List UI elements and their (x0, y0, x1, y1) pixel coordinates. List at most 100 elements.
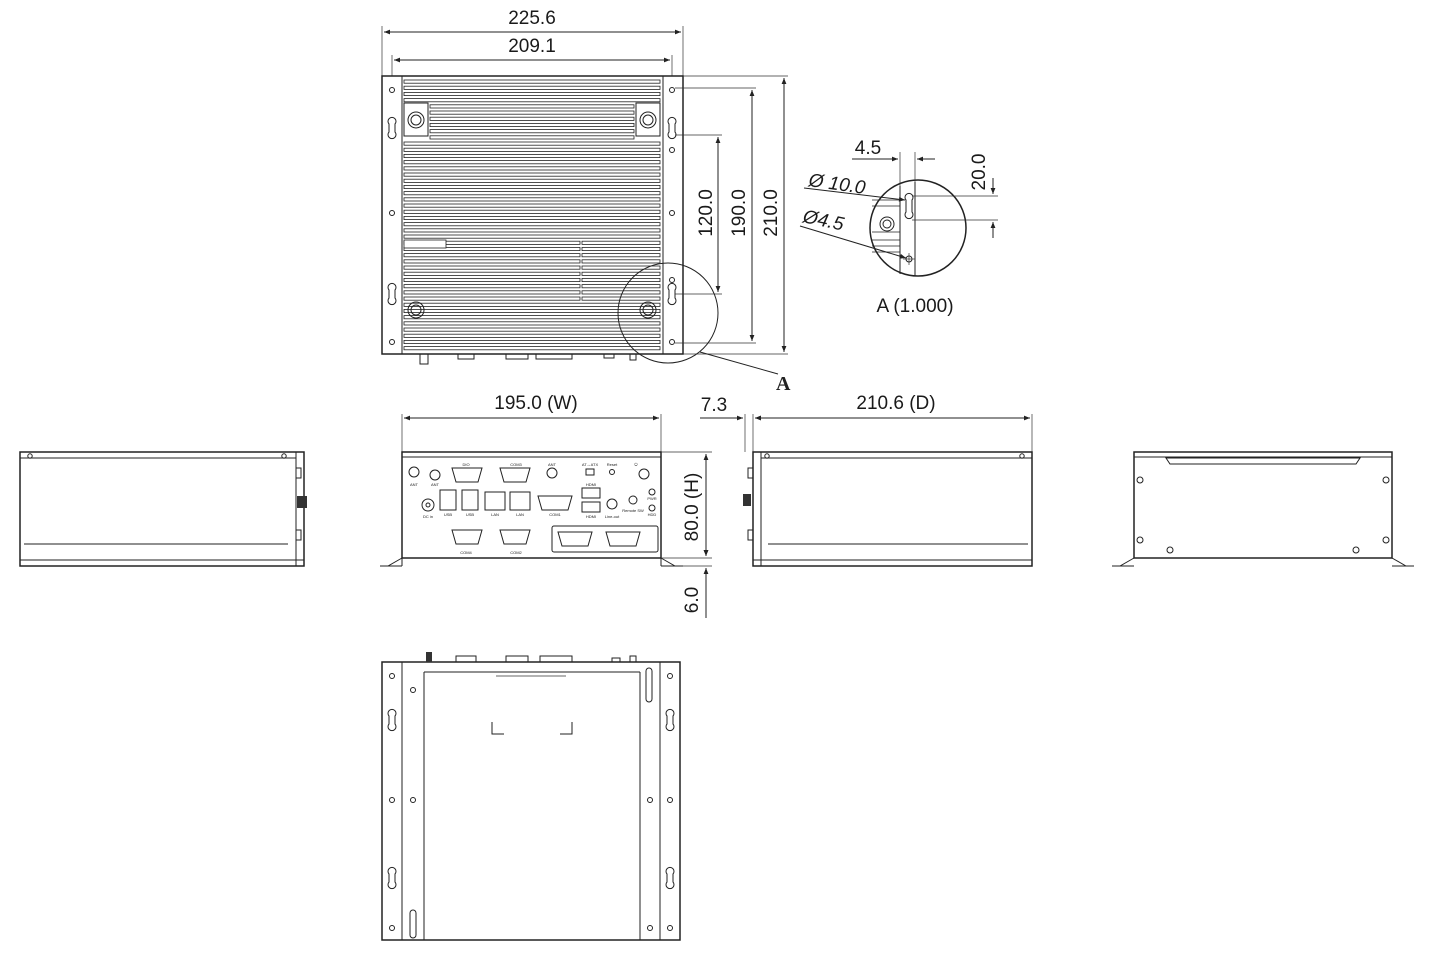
heatsink-fin (403, 191, 661, 196)
detail-dim-4-5: 4.5 (855, 138, 881, 159)
heatsink-fin (403, 172, 661, 177)
label-usb-a: USB (444, 512, 453, 517)
heatsink-fin (403, 166, 661, 171)
heatsink-fin (403, 160, 661, 165)
heatsink-fin (403, 147, 661, 152)
heatsink-fin (403, 184, 661, 189)
heatsink-fin (403, 259, 581, 264)
label-ant-b: ANT (431, 482, 440, 487)
front-view: 195.0 (W) DIO (380, 393, 712, 618)
heatsink-fin (403, 98, 661, 103)
heatsink-fin (429, 116, 635, 121)
heatsink-fin (403, 209, 661, 214)
heatsink-fin (403, 333, 661, 338)
heatsink-fin (403, 178, 661, 183)
heatsink-fin (403, 141, 661, 146)
label-usb-b: USB (466, 512, 475, 517)
heatsink-fin (403, 346, 661, 351)
heatsink-fin (581, 265, 661, 270)
heatsink-fin (429, 135, 635, 140)
label-hdmi-a: HDMI (586, 482, 596, 487)
right-side-view: 7.3 210.6 (D) (700, 393, 1033, 567)
heatsink-fin (581, 259, 661, 264)
label-remote-sw: Remote SW (622, 508, 644, 513)
heatsink-fin (403, 277, 581, 282)
label-at-atx: AT↔ATX (582, 462, 599, 467)
heatsink-fin (429, 129, 635, 134)
heatsink-fin (581, 240, 661, 245)
detail-dia-10: Ø 10.0 (806, 170, 867, 199)
label-com4: COM4 (460, 550, 472, 555)
label-com1: COM1 (549, 512, 561, 517)
keyhole-slots (387, 116, 677, 306)
heatsink-fin (403, 327, 661, 332)
top-view: 225.6 209.1 (381, 8, 791, 395)
heatsink-fins (403, 79, 661, 351)
dim-foot-height: 6.0 (682, 587, 703, 613)
heatsink-fin (403, 215, 661, 220)
heatsink-fin (403, 203, 661, 208)
heatsink-fin (403, 79, 661, 84)
heatsink-fin (403, 308, 661, 313)
heatsink-fin (581, 277, 661, 282)
heatsink-fin (403, 302, 661, 307)
heatsink-fin (581, 253, 661, 258)
label-reset: Reset (607, 462, 618, 467)
label-pwr: PWR (647, 496, 656, 501)
heatsink-fin (403, 92, 661, 97)
dim-overall-depth: 210.0 (761, 189, 782, 237)
heatsink-fin (403, 290, 581, 295)
bottom-view (381, 652, 681, 941)
heatsink-fin (403, 197, 661, 202)
label-power: ⏻ (634, 462, 638, 467)
dim-mount-span: 209.1 (508, 36, 556, 57)
heatsink-fin (581, 296, 661, 301)
heatsink-fin (403, 265, 581, 270)
heatsink-fin (429, 104, 635, 109)
label-line-out: Line-out (605, 514, 620, 519)
heatsink-fin (403, 234, 661, 239)
dim-depth-d: 210.6 (D) (856, 393, 935, 414)
heatsink-fin (403, 321, 661, 326)
dim-height-h: 80.0 (H) (682, 473, 703, 542)
heatsink-fin (429, 110, 635, 115)
label-ant-a: ANT (410, 482, 419, 487)
dim-hole-190: 190.0 (729, 189, 750, 237)
left-side-view (19, 451, 307, 567)
detail-dia-4-5: Ø4.5 (800, 206, 846, 235)
label-hdd: HDD (648, 512, 657, 517)
label-lan-a: LAN (491, 512, 499, 517)
heatsink-fin (403, 85, 661, 90)
label-dio: DIO (462, 462, 469, 467)
heatsink-fin (403, 222, 661, 227)
dim-width-w: 195.0 (W) (494, 393, 577, 414)
heatsink-fin (581, 290, 661, 295)
label-hdmi-b: HDMI (586, 514, 596, 519)
heatsink-fin (403, 253, 581, 258)
dim-hole-120: 120.0 (696, 189, 717, 237)
heatsink-fin (429, 123, 635, 128)
label-ant-c: ANT (548, 462, 557, 467)
heatsink-fin (581, 246, 661, 251)
detail-title: A (1.000) (876, 296, 953, 317)
heatsink-fin (403, 315, 661, 320)
rear-view (1112, 451, 1414, 567)
label-com2: COM2 (510, 550, 522, 555)
heatsink-fin (403, 271, 581, 276)
heatsink-fin (403, 284, 581, 289)
label-lan-b: LAN (516, 512, 524, 517)
heatsink-fin (403, 228, 661, 233)
heatsink-fin (403, 153, 661, 158)
detail-dim-20: 20.0 (969, 154, 990, 191)
heatsink-fin (581, 271, 661, 276)
heatsink-fin (403, 339, 661, 344)
label-dc-in: DC in (423, 514, 433, 519)
dim-side-offset: 7.3 (701, 395, 727, 416)
fin-notch (403, 239, 447, 249)
detail-marker: A (776, 373, 791, 395)
dim-overall-width: 225.6 (508, 8, 556, 29)
label-com3: COM3 (510, 462, 522, 467)
heatsink-fin (403, 246, 581, 251)
heatsink-fin (403, 296, 581, 301)
